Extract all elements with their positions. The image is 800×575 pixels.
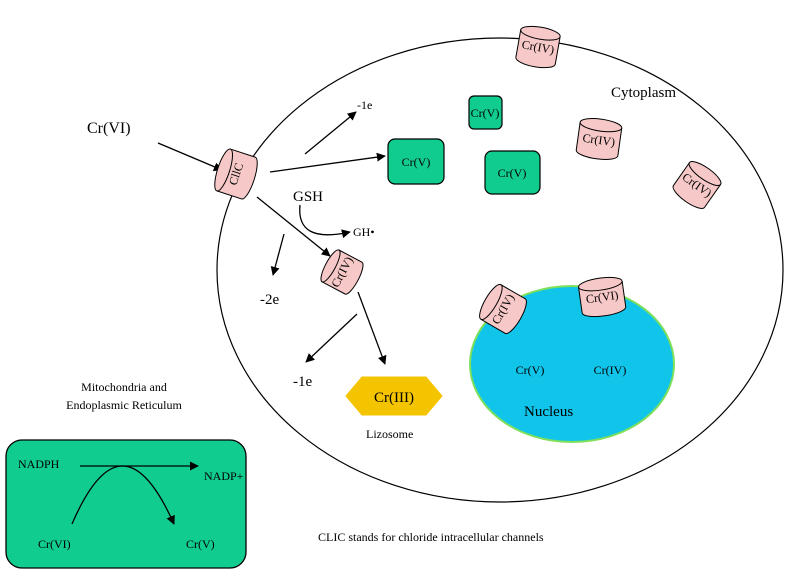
mito-arrows — [71, 461, 199, 525]
arrow-cr6-to-channel — [157, 142, 223, 171]
arrow-gsh-to-gh — [299, 204, 351, 239]
gh-radical-label: GH• — [353, 225, 375, 239]
minus1e-top-label: -1e — [357, 98, 372, 112]
cr3-hexagon: Cr(III) — [345, 376, 443, 416]
nadph-label: NADPH — [18, 457, 60, 471]
arrow-cr4-to-cr3 — [357, 291, 387, 365]
nucleus-cr4-label: Cr(IV) — [594, 363, 627, 377]
cr3-label: Cr(III) — [374, 390, 414, 406]
lizosome-label: Lizosome — [366, 427, 413, 441]
cr5-box-label: Cr(V) — [471, 106, 500, 120]
cytoplasm-label: Cytoplasm — [611, 85, 676, 101]
mito-cr5-label: Cr(V) — [186, 537, 215, 551]
mito-cr6-label: Cr(VI) — [38, 537, 71, 551]
reaction-arrows — [157, 111, 387, 365]
cr-species-cylinder: Cr(VI) — [578, 276, 627, 318]
mito-title-line2: Endoplasmic Reticulum — [66, 398, 182, 412]
gsh-label: GSH — [293, 189, 323, 205]
nadp-label: NADP+ — [204, 469, 244, 483]
mitochondria-box — [5, 439, 247, 569]
nucleus-cr5-label: Cr(V) — [516, 363, 545, 377]
footnote-text: CLIC stands for chloride intracellular c… — [318, 530, 544, 544]
clic-channel: CllC — [214, 148, 258, 200]
cr5-box-label: Cr(V) — [402, 155, 431, 169]
cr-species-cylinder: Cr(IV) — [515, 25, 561, 69]
arrow-minus2e — [270, 233, 285, 276]
arrow-minus1e-bottom — [305, 313, 358, 363]
cr-species-cylinder: Cr(IV) — [479, 283, 527, 335]
cr-species-cylinder: Cr(IV) — [672, 161, 722, 209]
cylinder-label: Cr(IV) — [582, 131, 616, 149]
cylinder-label: Cr(IV) — [521, 37, 556, 56]
arrow-minus1e-top — [304, 111, 357, 155]
mito-title-line1: Mitochondria and — [81, 380, 167, 394]
cr5-box-label: Cr(V) — [498, 166, 527, 180]
arrow-cr6-to-cr5-mito — [71, 465, 175, 525]
arrow-channel-to-cr5 — [269, 152, 386, 173]
arrow-channel-to-cr4 — [256, 196, 331, 257]
cr6-input-label: Cr(VI) — [87, 120, 131, 137]
channel-label: CllC — [226, 161, 246, 187]
cr5-box: Cr(V) — [468, 95, 503, 130]
nucleus-label: Nucleus — [524, 404, 573, 420]
nucleus — [469, 285, 675, 443]
cr-species-cylinder: Cr(IV) — [575, 118, 623, 160]
cr-species-cylinder: Cr(IV) — [320, 249, 364, 295]
minus1e-bottom-label: -1e — [293, 374, 312, 390]
cylinder-label: Cr(VI) — [585, 288, 619, 306]
cr5-box: Cr(V) — [484, 150, 541, 195]
cr5-box: Cr(V) — [387, 138, 445, 185]
minus2e-label: -2e — [260, 292, 279, 308]
